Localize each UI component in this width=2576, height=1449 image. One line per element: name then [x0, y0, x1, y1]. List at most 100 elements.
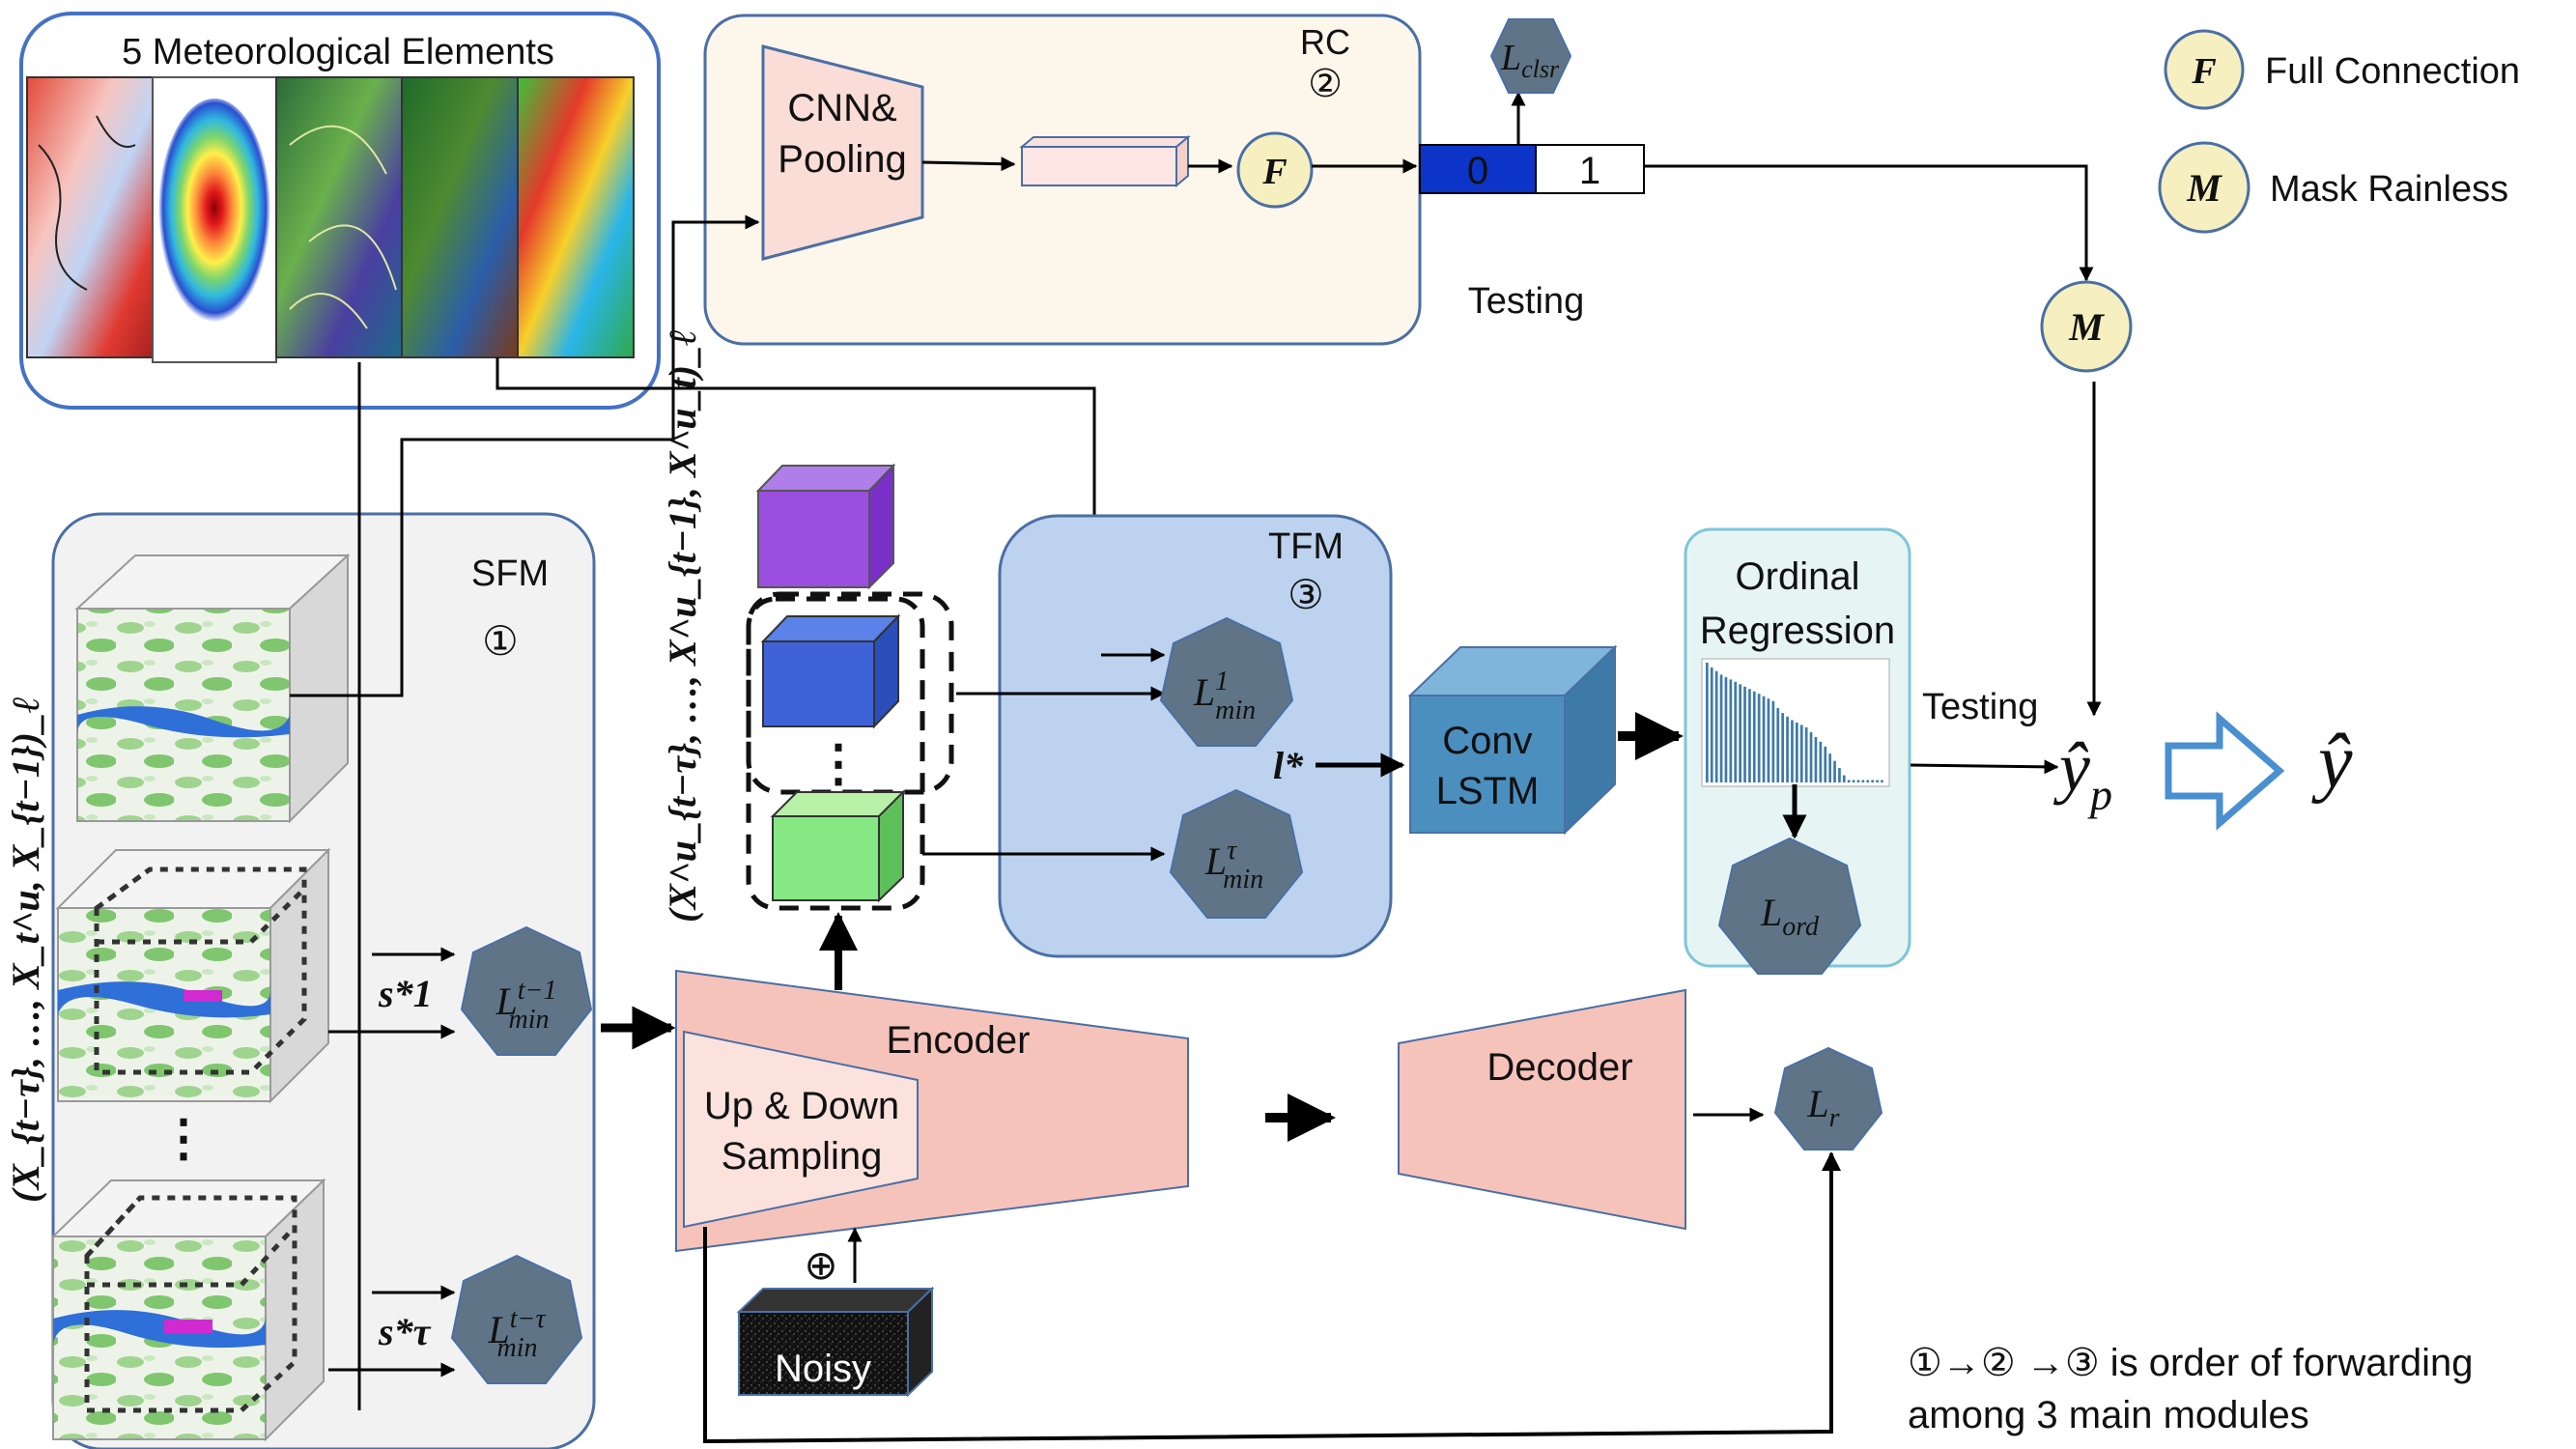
histogram-bar	[1852, 780, 1855, 782]
legend: F Full Connection M Mask Rainless	[2158, 29, 2520, 234]
histogram-bar	[1739, 684, 1741, 782]
meteo-map-1-border	[38, 115, 136, 291]
updown-line1: Up & Down	[704, 1085, 899, 1127]
lmin-t1-sup: t−1	[518, 976, 557, 1006]
histogram-bar	[1871, 780, 1874, 782]
lmin-t1-main: L	[495, 980, 518, 1023]
legend-f-label: Full Connection	[2265, 51, 2520, 92]
meteo-map-2	[158, 99, 270, 327]
histogram-bar	[1856, 780, 1860, 782]
convlstm-block: Conv LSTM	[1407, 644, 1618, 836]
sfm-sequence-label: (X_{t−τ}, …, X_t^u, X_{t−1})_ℓ	[4, 696, 47, 1203]
legend-m-symbol: M	[2186, 166, 2222, 210]
stau-label: s*τ	[378, 1310, 432, 1353]
histogram-bar	[1706, 663, 1709, 782]
histogram-bar	[1752, 691, 1756, 782]
purple-cube	[755, 463, 896, 590]
lmin-tt-main: L	[488, 1308, 510, 1351]
note-line2: among 3 main modules	[1908, 1394, 2309, 1436]
lmin-tau-sup: τ	[1227, 836, 1237, 866]
rc-fc-circle	[1236, 131, 1314, 209]
noisy-label: Noisy	[775, 1348, 871, 1390]
cnn-pooling-block	[761, 44, 924, 261]
tfm-number: ③	[1288, 572, 1324, 617]
lmin-1-main: L	[1193, 670, 1215, 714]
histogram-bar	[1757, 694, 1761, 782]
feature-vector	[1019, 134, 1191, 188]
output-testing-label: Testing	[1922, 687, 2038, 727]
meteo-map-4	[401, 76, 519, 358]
lord-sub: ord	[1782, 912, 1820, 942]
blue-cube	[760, 613, 901, 729]
radar-cube-1	[74, 553, 351, 824]
histogram-bar	[1714, 670, 1718, 782]
sfm-number: ①	[482, 618, 519, 664]
arrow-ordinal-to-yp	[1910, 759, 2059, 775]
histogram-bar	[1809, 731, 1813, 782]
lord-heptagon	[1717, 837, 1862, 975]
legend-f-symbol: F	[2191, 51, 2216, 92]
lclsr-sub: clsr	[1521, 55, 1560, 83]
encoder-label: Encoder	[887, 1019, 1031, 1062]
histogram-bar	[1842, 775, 1846, 782]
arrow-class-to-mask	[1644, 164, 2094, 282]
meteo-map-5	[517, 76, 635, 358]
histogram-bar	[1729, 679, 1733, 782]
lmin-1-sup: 1	[1215, 667, 1229, 696]
class-1-cell	[1535, 144, 1645, 194]
pooling-label: Pooling	[778, 138, 906, 181]
sfm-module: SFM ① ⋮ (X_{t−τ}, …, X_t^u	[4, 512, 596, 1449]
s1-label: s*1	[378, 972, 433, 1015]
convlstm-line1: Conv	[1442, 720, 1532, 762]
note-line1: ①→② →③ is order of forwarding	[1908, 1342, 2474, 1384]
lr-heptagon	[1773, 1046, 1883, 1151]
decoder-module: Decoder Lr	[1398, 988, 1883, 1231]
lclsr-main: L	[1500, 38, 1521, 78]
meteo-map-1	[26, 76, 154, 358]
convlstm-front	[1409, 695, 1566, 834]
histogram-bar	[1719, 674, 1723, 782]
histogram-bar	[1876, 780, 1879, 782]
rc-fc-symbol: F	[1261, 152, 1287, 192]
lr-label: Lr	[1806, 1082, 1839, 1133]
latent-sequence-label: (X^u_{t−τ}, …, X^u_{t−1}, X^u_t)_ℓ	[661, 329, 704, 923]
yp-label: ŷp	[2052, 728, 2112, 819]
lord-main: L	[1760, 891, 1782, 934]
dashed-group-inner	[746, 596, 925, 911]
lmin-1-sub: min	[1215, 696, 1256, 725]
class-0-label: 0	[1467, 150, 1488, 192]
rc-title: RC	[1300, 22, 1350, 62]
lr-sub: r	[1829, 1103, 1840, 1133]
sfm-title: SFM	[471, 554, 549, 594]
histogram-bar	[1799, 724, 1803, 782]
tfm-title: TFM	[1268, 526, 1344, 567]
lord-label: Lord	[1760, 891, 1820, 942]
histogram-bar	[1791, 720, 1794, 782]
radar-cube-3	[50, 1178, 326, 1442]
output-arrow	[2165, 711, 2285, 831]
legend-m-circle	[2158, 141, 2250, 234]
histogram-bar	[1804, 727, 1808, 782]
histogram-bar	[1724, 676, 1728, 782]
y-label: ŷ	[2311, 720, 2353, 805]
ordinal-line1: Ordinal	[1736, 555, 1860, 598]
histogram-bar	[1781, 713, 1784, 782]
latent-cubes: (X^u_{t−τ}, …, X^u_{t−1}, X^u_t)_ℓ ⋮	[661, 329, 954, 923]
rc-module: RC ② CNN& Pooling F 0 1 Testing Lclsr	[703, 14, 1645, 346]
histogram-bar	[1847, 780, 1851, 782]
meteorological-elements-panel: 5 Meteorological Elements	[19, 12, 661, 410]
histogram-bar	[1819, 741, 1823, 782]
histogram-bar	[1796, 723, 1798, 782]
histogram-bar	[1866, 780, 1870, 782]
lmin-tau-main: L	[1204, 839, 1227, 883]
lclsr-label: Lclsr	[1500, 38, 1560, 83]
lr-main: L	[1806, 1082, 1828, 1125]
histogram-bar	[1762, 696, 1766, 782]
ordinal-module: Ordinal Regression Lord	[1684, 527, 1911, 975]
histogram-bar	[1710, 668, 1713, 782]
lclsr-hexagon	[1489, 18, 1572, 94]
